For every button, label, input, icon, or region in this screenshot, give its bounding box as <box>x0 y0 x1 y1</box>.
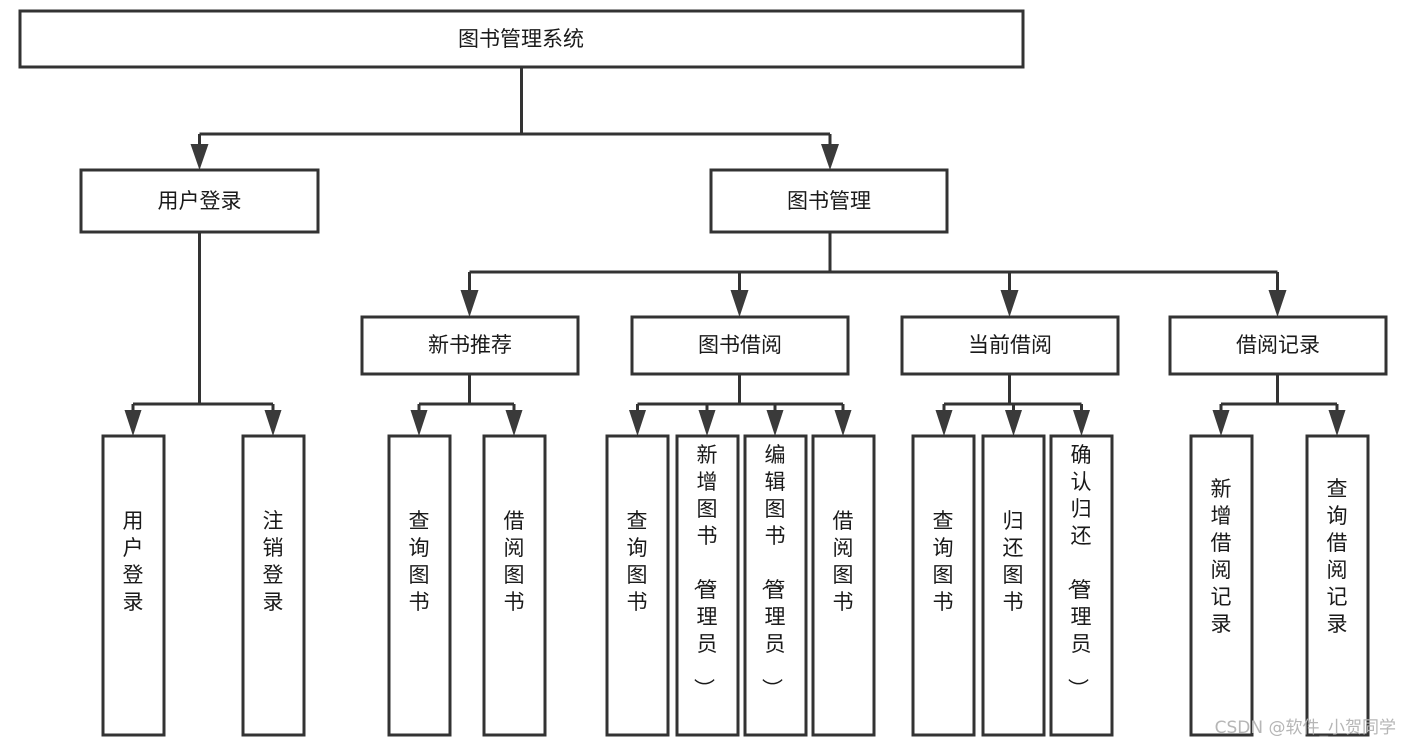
leaf-node-return-book[interactable]: 归还图书 <box>981 434 1046 737</box>
leaf-node-add-borrow-record-box[interactable] <box>1189 434 1254 737</box>
leaf-node-add-book-admin-label: 新增图书（管理员） <box>692 443 718 699</box>
arrowhead-bm-to-new-book <box>460 290 479 317</box>
connector-group-root <box>190 67 839 170</box>
arrowhead-bm-to-current-borrow <box>1000 290 1019 317</box>
node-book-borrow[interactable]: 图书借阅 <box>630 315 850 376</box>
leaf-node-edit-book-admin[interactable]: 编辑图书（管理员） <box>743 434 808 737</box>
leaf-node-query-book-2[interactable]: 查询图书 <box>605 434 670 737</box>
leaf-node-add-book-admin[interactable]: 新增图书（管理员） <box>675 434 740 737</box>
leaf-node-logout-login-box[interactable] <box>241 434 306 737</box>
leaf-node-query-borrow-record-box[interactable] <box>1305 434 1370 737</box>
leaf-node-borrow-book-1-box[interactable] <box>482 434 547 737</box>
node-current-borrow[interactable]: 当前借阅 <box>900 315 1120 376</box>
arrowhead-br-leaf1 <box>1212 410 1230 436</box>
node-new-book-recommend-label: 新书推荐 <box>428 333 512 357</box>
leaf-node-confirm-return-admin-box[interactable] <box>1049 434 1114 737</box>
leaf-node-query-book-1[interactable]: 查询图书 <box>387 434 452 737</box>
leaf-node-add-borrow-record-label: 新增借阅记录 <box>1211 477 1232 636</box>
leaf-node-borrow-book-2[interactable]: 借阅图书 <box>811 434 876 737</box>
node-system-root-box[interactable] <box>18 9 1025 69</box>
leaf-node-query-book-2-label: 查询图书 <box>627 509 648 614</box>
node-new-book-recommend[interactable]: 新书推荐 <box>360 315 580 376</box>
arrowhead-br-leaf2 <box>1328 410 1346 436</box>
leaf-node-query-book-3-box[interactable] <box>911 434 976 737</box>
leaf-node-user-login-box[interactable] <box>101 434 166 737</box>
arrowhead-bb-leaf3 <box>766 410 784 436</box>
node-borrow-record-box[interactable] <box>1168 315 1388 376</box>
leaf-node-query-book-2-box[interactable] <box>605 434 670 737</box>
connector-group-user-login <box>124 232 282 436</box>
arrowhead-user-login-leaf2 <box>264 410 282 436</box>
connector-group-book-management <box>460 232 1287 317</box>
connector-group-borrow-record <box>1212 374 1346 436</box>
node-system-root[interactable]: 图书管理系统 <box>18 9 1025 69</box>
leaf-node-add-borrow-record[interactable]: 新增借阅记录 <box>1189 434 1254 737</box>
leaf-node-add-book-admin-box[interactable] <box>675 434 740 737</box>
node-current-borrow-label: 当前借阅 <box>968 333 1052 357</box>
arrowhead-user-login-leaf1 <box>124 410 142 436</box>
arrowhead-cb-leaf1 <box>935 410 953 436</box>
leaf-node-borrow-book-1[interactable]: 借阅图书 <box>482 434 547 737</box>
node-borrow-record-label: 借阅记录 <box>1236 333 1320 357</box>
leaf-node-logout-login[interactable]: 注销登录 <box>241 434 306 737</box>
leaf-node-logout-login-label: 注销登录 <box>263 509 284 614</box>
leaf-node-confirm-return-admin[interactable]: 确认归还（管理员） <box>1049 434 1114 737</box>
leaf-node-query-book-1-label: 查询图书 <box>409 509 430 614</box>
leaf-node-query-book-3-label: 查询图书 <box>933 509 954 614</box>
arrowhead-bb-leaf1 <box>629 410 646 436</box>
arrowhead-bb-leaf2 <box>698 410 716 436</box>
node-user-login-label: 用户登录 <box>158 189 242 213</box>
leaf-node-return-book-label: 归还图书 <box>1003 509 1024 614</box>
arrowhead-cb-leaf3 <box>1073 410 1090 436</box>
node-user-login[interactable]: 用户登录 <box>79 168 320 234</box>
leaf-node-confirm-return-admin-label: 确认归还（管理员） <box>1066 443 1092 699</box>
arrowhead-nbr-leaf2 <box>505 410 523 436</box>
arrowhead-root-to-book-management <box>821 144 839 170</box>
arrowhead-root-to-user-login <box>190 144 209 170</box>
connector-group-current-borrow <box>935 374 1090 436</box>
leaf-node-borrow-book-1-label: 借阅图书 <box>504 509 525 614</box>
node-user-login-box[interactable] <box>79 168 320 234</box>
leaf-node-borrow-book-2-label: 借阅图书 <box>833 509 854 614</box>
leaf-node-query-book-1-box[interactable] <box>387 434 452 737</box>
node-book-management-label: 图书管理 <box>787 189 871 213</box>
node-borrow-record[interactable]: 借阅记录 <box>1168 315 1388 376</box>
leaf-node-edit-book-admin-label: 编辑图书（管理员） <box>760 443 786 699</box>
leaf-node-edit-book-admin-box[interactable] <box>743 434 808 737</box>
leaf-node-query-borrow-record[interactable]: 查询借阅记录 <box>1305 434 1370 737</box>
arrowhead-bm-to-borrow-record <box>1268 290 1287 317</box>
leaf-node-query-borrow-record-label: 查询借阅记录 <box>1327 477 1348 636</box>
arrowhead-bm-to-book-borrow <box>730 290 749 317</box>
node-book-borrow-label: 图书借阅 <box>698 333 782 357</box>
connector-group-new-book-recommend <box>410 374 523 436</box>
leaf-node-query-book-3[interactable]: 查询图书 <box>911 434 976 737</box>
arrowhead-cb-leaf2 <box>1005 410 1022 436</box>
arrowhead-nbr-leaf1 <box>410 410 428 436</box>
leaf-node-borrow-book-2-box[interactable] <box>811 434 876 737</box>
node-book-management-box[interactable] <box>709 168 949 234</box>
node-current-borrow-box[interactable] <box>900 315 1120 376</box>
node-book-management[interactable]: 图书管理 <box>709 168 949 234</box>
node-new-book-recommend-box[interactable] <box>360 315 580 376</box>
node-system-root-label: 图书管理系统 <box>458 27 584 51</box>
csdn-watermark: CSDN @软件_小贺同学 <box>1215 718 1396 738</box>
leaf-node-user-login-label: 用户登录 <box>123 509 144 614</box>
arrowhead-bb-leaf4 <box>834 410 852 436</box>
leaf-node-return-book-box[interactable] <box>981 434 1046 737</box>
connector-group-book-borrow <box>629 374 852 436</box>
node-book-borrow-box[interactable] <box>630 315 850 376</box>
leaf-node-user-login[interactable]: 用户登录 <box>101 434 166 737</box>
